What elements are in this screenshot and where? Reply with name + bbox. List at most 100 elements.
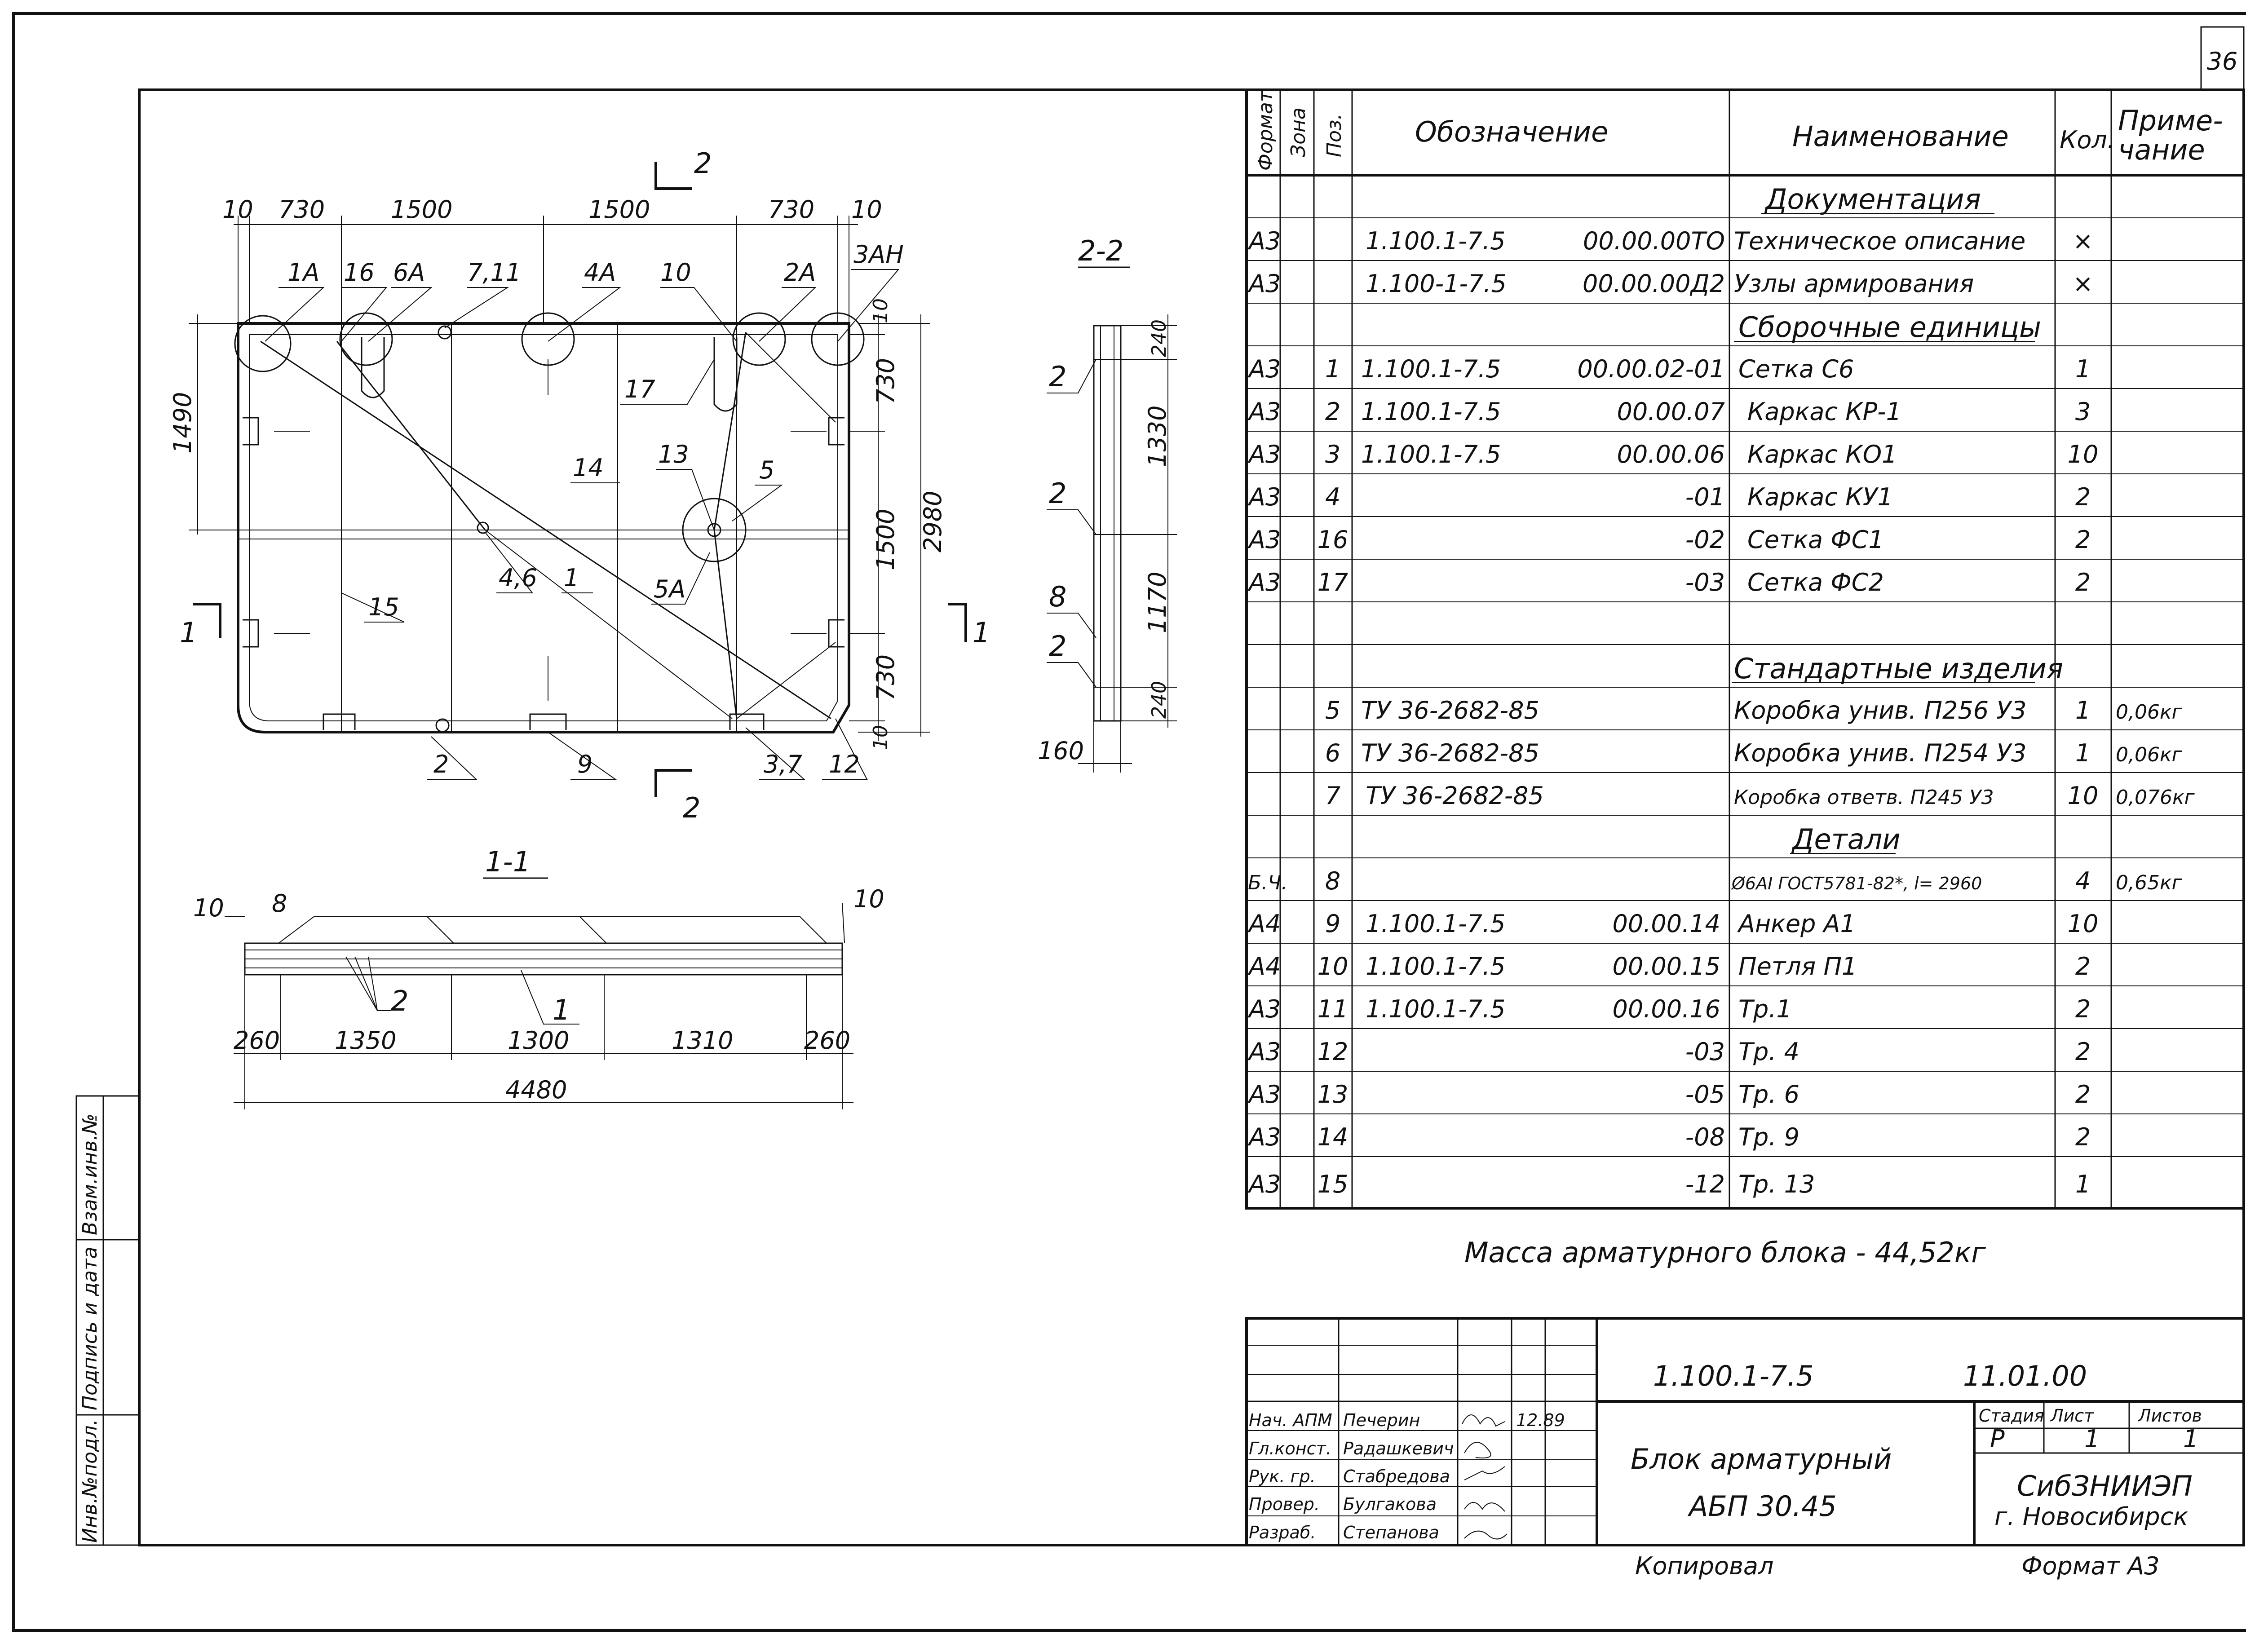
row1-code: 1.100-1-7.5 — [1366, 269, 1507, 298]
row13-code: 1.100.1-7.5 — [1366, 952, 1505, 981]
plan-label-4a: 4А — [584, 258, 616, 287]
format-label: Формат А3 — [2021, 1552, 2160, 1580]
row4-qty: 10 — [2068, 440, 2099, 468]
plan-label-16: 16 — [344, 258, 375, 287]
dim-top-1500-a: 1500 — [391, 195, 452, 224]
row2-suffix: 00.00.02-01 — [1577, 355, 1725, 383]
row11-name: Ø6АI ГОСТ5781-82*, l= 2960 — [1731, 874, 1982, 893]
row14-qty: 2 — [2075, 995, 2091, 1023]
tb-name-4: Степанова — [1343, 1523, 1439, 1542]
header-zone: Зона — [1287, 107, 1310, 157]
row6-suffix: -02 — [1685, 526, 1725, 554]
tb-stage-label: Стадия — [1979, 1406, 2044, 1426]
section11-label-2: 2 — [391, 985, 408, 1017]
row3-format: А3 — [1247, 398, 1281, 426]
signature-mark — [1464, 1466, 1505, 1480]
section-assembly: Сборочные единицы — [1738, 311, 2041, 344]
row11-note: 0,65кг — [2116, 871, 2183, 894]
row12-suffix: 00.00.14 — [1613, 910, 1720, 938]
row15-suffix: -03 — [1685, 1038, 1725, 1066]
row17-format: А3 — [1247, 1123, 1281, 1151]
row4-suffix: 00.00.06 — [1617, 440, 1725, 468]
row13-name: Петля П1 — [1738, 952, 1857, 981]
row15-name: Тр. 4 — [1738, 1038, 1799, 1066]
plan-label-17: 17 — [624, 375, 655, 403]
tb-name-3: Булгакова — [1343, 1494, 1437, 1514]
row7-qty: 2 — [2075, 568, 2091, 596]
row0-format: А3 — [1247, 227, 1281, 255]
signature-mark — [1464, 1530, 1508, 1540]
tb-sheet-value: 1 — [2084, 1425, 2100, 1453]
row17-pos: 14 — [1318, 1123, 1348, 1151]
dim-11-1310: 1310 — [672, 1026, 733, 1055]
row11-qty: 4 — [2075, 867, 2091, 895]
row17-suffix: -08 — [1685, 1123, 1725, 1151]
tb-org-line2: г. Новосибирск — [1994, 1502, 2188, 1531]
dim-11-10-right: 10 — [853, 885, 884, 913]
header-note-2: чание — [2118, 133, 2205, 166]
row10-name: Коробка ответв. П245 У3 — [1734, 786, 1994, 809]
dim-right-730-top: 730 — [871, 358, 900, 404]
section22-label-8: 8 — [1049, 580, 1066, 613]
plan-label-2a: 2А — [784, 258, 816, 287]
dim-11-10-left: 10 — [193, 894, 224, 922]
row7-name: Сетка ФС2 — [1747, 568, 1884, 596]
dim-right-10-bottom: 10 — [869, 725, 892, 750]
row9-name: Коробка унив. П254 У3 — [1734, 739, 2026, 767]
section-1-1: 1-1 10 10 8 2 1 260 1350 1300 1310 260 4… — [193, 845, 884, 1109]
signature-mark — [1464, 1442, 1491, 1458]
plan-label-3-7: 3,7 — [764, 750, 802, 778]
row2-name: Сетка С6 — [1738, 355, 1854, 383]
section-2-2-title: 2-2 — [1078, 234, 1123, 267]
tb-role-3: Провер. — [1249, 1494, 1320, 1514]
signature-mark — [1464, 1502, 1505, 1512]
row11-format: Б.Ч. — [1248, 871, 1287, 894]
dim-top-10-left: 10 — [222, 195, 253, 224]
signature-mark — [1462, 1414, 1505, 1427]
row10-note: 0,076кг — [2116, 786, 2195, 809]
row2-pos: 1 — [1325, 355, 1340, 383]
row18-format: А3 — [1247, 1170, 1281, 1198]
row4-pos: 3 — [1325, 440, 1340, 468]
row7-format: А3 — [1247, 568, 1281, 596]
plan-label-2: 2 — [433, 750, 449, 778]
plan-label-10: 10 — [660, 258, 691, 287]
section-mark-2-top: 2 — [694, 147, 712, 180]
row12-qty: 10 — [2068, 910, 2099, 938]
tb-sheet-label: Лист — [2050, 1406, 2095, 1426]
strip-sign-date: Подпись и дата — [79, 1247, 102, 1410]
tb-doc-code: 1.100.1-7.5 — [1653, 1360, 1814, 1392]
header-designation: Обозначение — [1415, 115, 1608, 148]
row2-format: А3 — [1247, 355, 1281, 383]
section-details: Детали — [1791, 823, 1901, 856]
plan-label-1a: 1А — [287, 258, 319, 287]
plan-slab-outline — [237, 322, 850, 733]
dim-11-1300: 1300 — [508, 1026, 569, 1055]
row12-format: А4 — [1247, 910, 1281, 938]
row12-pos: 9 — [1325, 910, 1340, 938]
dim-overall-2980: 2980 — [919, 491, 947, 552]
row4-format: А3 — [1247, 440, 1281, 468]
section-standard: Стандартные изделия — [1734, 652, 2063, 685]
row8-code: ТУ 36-2682-85 — [1361, 696, 1539, 724]
row15-format: А3 — [1247, 1038, 1281, 1066]
tb-org-line1: СибЗНИИЭП — [2017, 1470, 2193, 1502]
plan-label-4-6: 4,6 — [499, 564, 537, 592]
row5-format: А3 — [1247, 483, 1281, 511]
row8-pos: 5 — [1325, 696, 1340, 724]
row13-pos: 10 — [1318, 952, 1348, 981]
row18-name: Тр. 13 — [1738, 1170, 1815, 1198]
row5-qty: 2 — [2075, 483, 2091, 511]
tb-name-1: Радашкевич — [1343, 1439, 1454, 1458]
header-pos: Поз. — [1323, 114, 1346, 157]
dim-22-1330: 1330 — [1143, 406, 1172, 467]
plan-dimensions: 10 730 1500 1500 730 10 10 730 1500 730 … — [168, 195, 947, 750]
dim-22-1170: 1170 — [1143, 572, 1172, 633]
row18-qty: 1 — [2075, 1170, 2091, 1198]
tb-date: 12.89 — [1516, 1410, 1565, 1430]
row3-suffix: 00.00.07 — [1617, 398, 1725, 426]
row10-pos: 7 — [1325, 782, 1340, 810]
spec-table: Формат Зона Поз. Обозначение Наименовани… — [1245, 88, 2245, 1210]
row15-pos: 12 — [1318, 1038, 1348, 1066]
